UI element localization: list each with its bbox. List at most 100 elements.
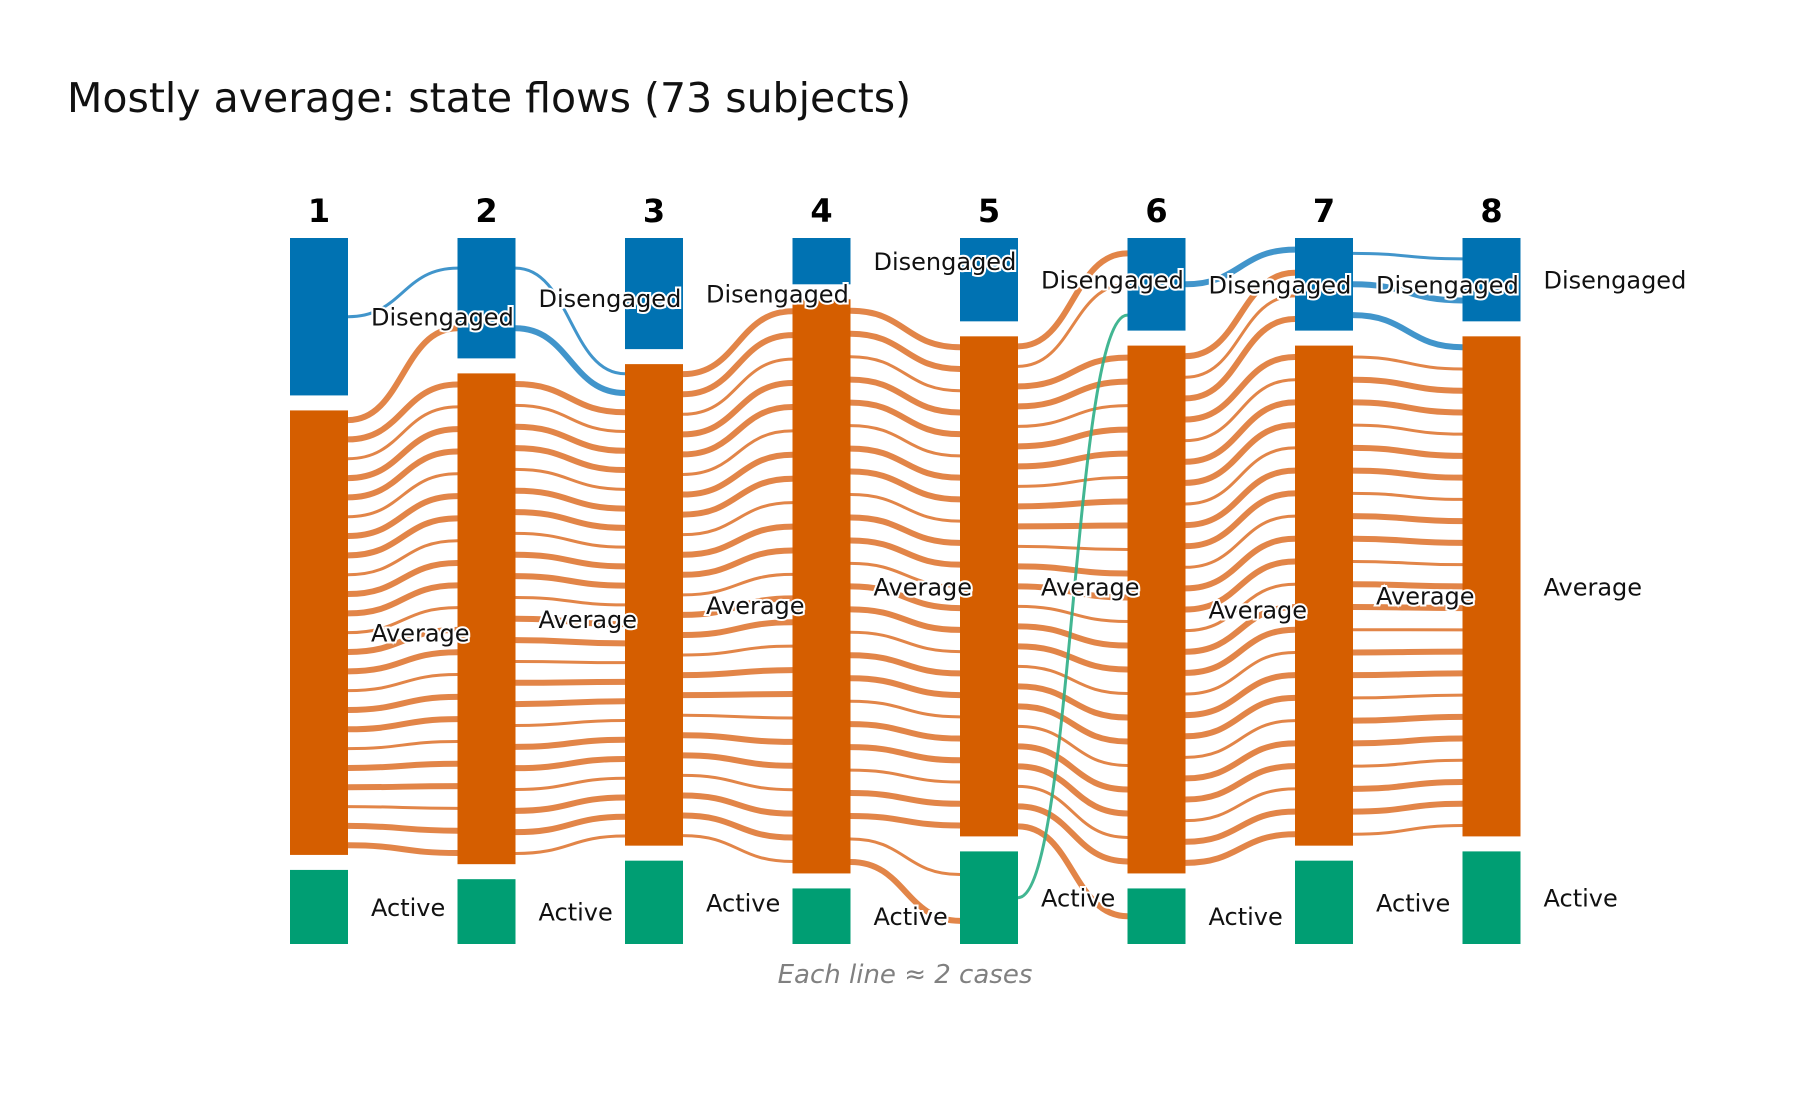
node-3-disengaged	[625, 238, 683, 350]
flow-3-average-to-average	[682, 752, 793, 769]
flow-1-average-to-average	[347, 716, 458, 733]
state-label-8-average: Average	[1544, 573, 1643, 601]
flow-3-average-to-average	[682, 732, 793, 745]
flow-7-disengaged-to-disengaged	[1352, 251, 1463, 261]
flow-4-average-to-average	[850, 355, 961, 393]
flow-1-average-to-average	[347, 560, 458, 598]
flow-6-average-to-average	[1185, 672, 1296, 719]
node-4-disengaged	[792, 238, 851, 285]
flow-1-average-to-average	[347, 493, 458, 540]
node-5-average	[960, 336, 1018, 837]
flow-5-average-to-average	[1017, 404, 1128, 428]
flow-1-average-to-average	[347, 842, 458, 857]
flow-2-average-to-average	[515, 551, 626, 570]
flow-5-average-to-average	[1017, 683, 1128, 721]
state-label-4-average: Average	[874, 573, 973, 601]
node-7-disengaged	[1295, 238, 1353, 331]
flow-6-average-to-average	[1185, 719, 1296, 759]
flow-1-average-to-average	[347, 472, 458, 519]
flow-4-average-to-average	[850, 768, 961, 784]
flow-6-average-to-average	[1185, 650, 1296, 696]
flow-3-average-to-average	[682, 547, 793, 578]
time-label-1: 1	[308, 192, 330, 230]
state-label-6-average: Average	[1209, 597, 1308, 625]
node-1-average	[290, 410, 348, 855]
flow-2-average-to-average	[515, 531, 626, 549]
flow-6-average-to-disengaged	[1185, 294, 1296, 379]
node-6-average	[1127, 345, 1186, 874]
flow-3-average-to-average	[682, 595, 793, 618]
flow-7-average-to-average	[1352, 779, 1463, 792]
state-label-1-average: Average	[371, 620, 470, 648]
flow-6-average-to-average	[1185, 399, 1296, 465]
flow-3-average-to-average	[682, 357, 793, 416]
flow-3-average-to-average	[682, 332, 793, 398]
flow-4-average-to-average	[850, 721, 961, 742]
flow-3-average-to-average	[682, 523, 793, 558]
flow-5-average-to-average	[1017, 563, 1128, 577]
flow-3-average-to-average	[682, 691, 793, 699]
flow-2-average-to-average	[515, 595, 626, 607]
flow-1-average-to-average	[347, 381, 458, 443]
flow-3-average-to-average	[682, 403, 793, 458]
node-8-average	[1462, 336, 1521, 837]
flow-5-average-to-average	[1017, 664, 1128, 695]
flow-4-average-to-average	[850, 330, 961, 372]
flow-1-average-to-average	[347, 606, 458, 635]
flow-6-disengaged-to-disengaged	[1185, 246, 1296, 288]
state-label-2-average: Average	[539, 606, 638, 634]
state-label-7-average: Average	[1376, 583, 1475, 611]
flow-4-average-to-average	[850, 493, 961, 523]
node-8-disengaged	[1462, 238, 1521, 322]
time-label-2: 2	[475, 192, 497, 230]
flow-1-average-to-average	[347, 783, 458, 791]
flow-3-average-to-average	[682, 834, 793, 863]
node-4-active	[792, 888, 851, 944]
flow-4-average-to-average	[850, 606, 961, 633]
flow-4-average-to-average	[850, 307, 961, 351]
flow-7-average-to-average	[1352, 399, 1463, 416]
flow-1-average-to-average	[347, 426, 458, 482]
flow-1-average-to-average	[347, 649, 458, 675]
flow-1-disengaged-to-disengaged	[347, 266, 458, 319]
flow-2-disengaged-to-average	[515, 266, 626, 376]
flow-6-average-to-average	[1185, 490, 1296, 550]
flow-4-average-to-average	[850, 744, 961, 764]
flow-4-average-to-average	[850, 561, 961, 588]
flow-2-average-to-average	[515, 423, 626, 454]
flow-2-average-to-average	[515, 678, 626, 686]
flow-2-average-to-average	[515, 467, 626, 491]
flow-4-average-to-average	[850, 376, 961, 416]
flow-3-average-to-average	[682, 501, 793, 537]
flow-7-average-to-average	[1352, 467, 1463, 481]
node-6-active	[1127, 888, 1186, 944]
flow-2-average-to-average	[515, 776, 626, 791]
flow-1-average-to-average	[347, 805, 458, 810]
flow-7-average-to-average	[1352, 648, 1463, 656]
time-label-3: 3	[643, 192, 665, 230]
flow-2-average-to-average	[515, 637, 626, 647]
flow-6-average-to-average	[1185, 446, 1296, 506]
flow-6-average-to-average	[1185, 626, 1296, 676]
flow-5-average-to-average	[1017, 703, 1128, 745]
flow-1-average-to-average	[347, 515, 458, 559]
flow-4-average-to-average	[850, 445, 961, 481]
flow-1-average-to-disengaged	[347, 325, 458, 424]
state-label-8-active: Active	[1544, 885, 1618, 913]
flow-7-average-to-average	[1352, 376, 1463, 394]
flow-7-disengaged-to-disengaged	[1352, 281, 1463, 304]
flow-3-average-to-average	[682, 308, 793, 378]
flow-5-average-to-average	[1017, 522, 1128, 530]
flow-7-average-to-average	[1352, 355, 1463, 371]
flow-7-average-to-average	[1352, 693, 1463, 700]
state-label-8-disengaged: Disengaged	[1544, 267, 1687, 295]
flow-3-average-to-average	[682, 475, 793, 518]
flow-4-average-to-average	[850, 675, 961, 699]
flow-3-average-to-average	[682, 713, 793, 720]
flow-3-average-to-average	[682, 644, 793, 657]
flow-4-average-to-average	[850, 699, 961, 719]
flow-1-average-to-average	[347, 760, 458, 771]
flow-2-average-to-average	[515, 834, 626, 856]
flow-6-average-to-average	[1185, 558, 1296, 613]
